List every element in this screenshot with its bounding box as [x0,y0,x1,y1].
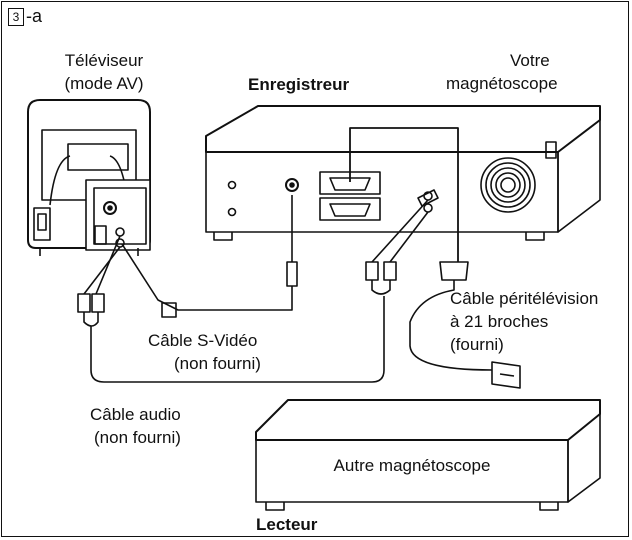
tv-label-line1: Téléviseur [64,51,144,70]
scart-label-line2: à 21 broches [450,312,549,331]
scart-label-line3: (fourni) [450,335,504,354]
audio-label-line2: (non fourni) [94,428,181,447]
audio-cable-tv [77,235,385,383]
svideo-label-line1: Câble S-Vidéo [148,331,258,350]
audio-cable-recorder [365,189,439,295]
player-vcr [255,399,601,511]
other-vcr-label: Autre magnétoscope [333,456,491,475]
audio-label-line1: Câble audio [90,405,181,424]
svideo-label-line2: (non fourni) [174,354,261,373]
your-vcr-label-line1: Votre [510,51,550,70]
step-suffix: -a [26,6,43,26]
player-label: Lecteur [256,515,318,534]
recorder-vcr [205,105,601,241]
tv-label-line2: (mode AV) [64,74,144,93]
scart-cable [349,127,521,389]
your-vcr-label-line2: magnétoscope [446,74,558,93]
tv-set [27,99,151,256]
recorder-label: Enregistreur [248,75,350,94]
scart-label-line1: Câble péritélévision [450,289,599,308]
step-number-box: 3 [8,8,24,26]
svideo-cable [121,195,298,318]
